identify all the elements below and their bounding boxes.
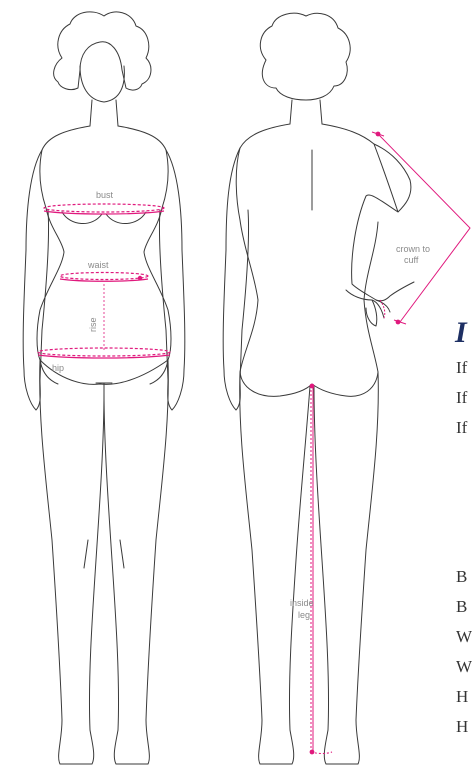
crown-dot	[376, 132, 381, 137]
cuff-dot	[396, 320, 401, 325]
back-bent-arm	[352, 144, 414, 301]
front-left-arm	[23, 150, 48, 410]
front-neck	[90, 100, 118, 126]
front-legs	[40, 360, 169, 764]
waist-line-front	[60, 279, 148, 281]
inside-leg-label-2: leg	[298, 610, 310, 620]
text-line-7: W	[456, 658, 472, 675]
crown-to-cuff-label-1: crown to	[396, 244, 430, 254]
front-right-arm	[159, 150, 184, 410]
back-legs	[240, 372, 379, 764]
hip-label: hip	[52, 363, 64, 373]
bust-line	[44, 204, 164, 212]
text-line-8: H	[456, 688, 468, 705]
front-knee-marks	[84, 540, 124, 568]
rise-label: rise	[88, 317, 98, 332]
text-line-1: If	[456, 359, 467, 376]
text-line-3: If	[456, 419, 467, 436]
text-line-5: B	[456, 598, 467, 615]
front-figure	[23, 12, 185, 764]
bust-label: bust	[96, 190, 114, 200]
back-figure	[223, 13, 414, 764]
crown-to-cuff-label-2: cuff	[404, 255, 419, 265]
crown-to-cuff-line	[378, 134, 470, 322]
size-guide-heading: I	[455, 318, 467, 348]
text-line-6: W	[456, 628, 472, 645]
crotch-dot	[310, 384, 315, 389]
waist-label: waist	[87, 260, 109, 270]
inside-leg-label-1: inside	[290, 598, 314, 608]
text-line-9: H	[456, 718, 468, 735]
front-face	[80, 66, 124, 102]
front-measurements	[38, 204, 170, 358]
text-line-4: B	[456, 568, 467, 585]
back-measurements	[311, 132, 470, 754]
back-neck	[290, 100, 322, 124]
back-hair	[260, 13, 350, 100]
waist-line	[60, 273, 148, 280]
text-line-2: If	[456, 389, 467, 406]
back-torso	[236, 124, 378, 396]
front-hair	[54, 12, 151, 90]
waist-dot	[138, 276, 142, 280]
ankle-dot	[310, 750, 315, 755]
